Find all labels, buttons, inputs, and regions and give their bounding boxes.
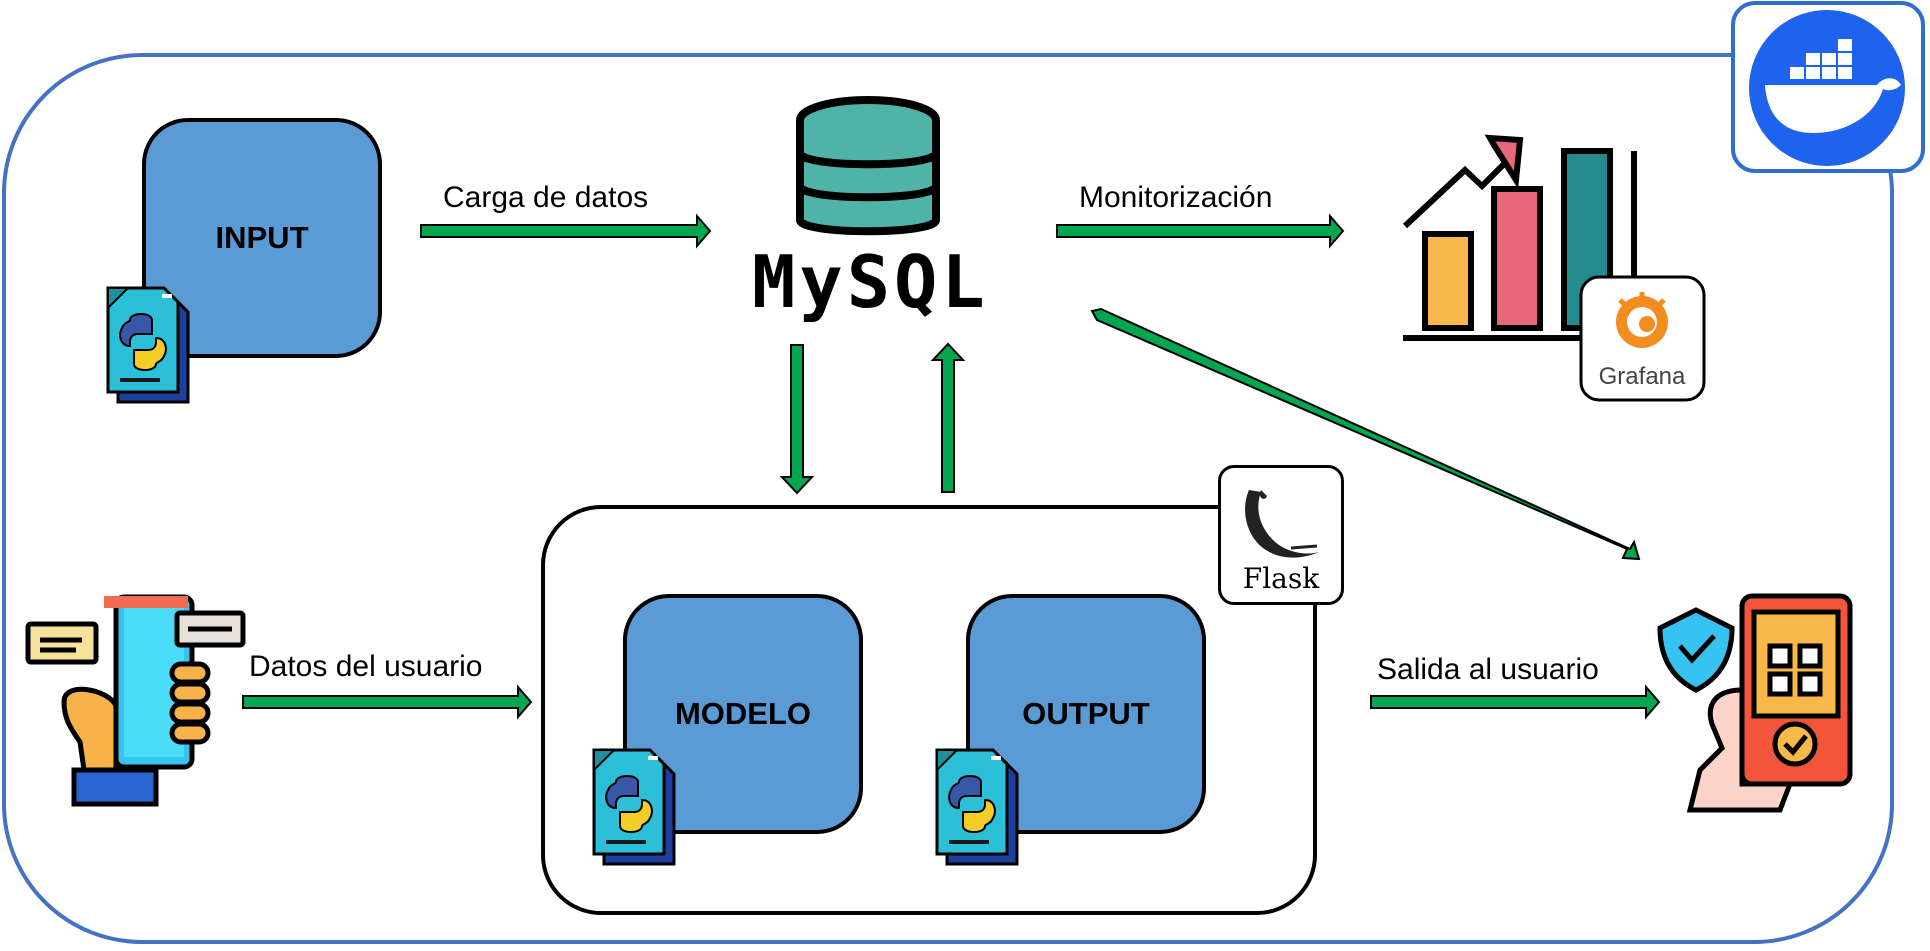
arrow-mysql-to-phone [1090, 307, 1641, 561]
flask-icon: Flask [1243, 490, 1320, 595]
docker-icon [1749, 10, 1905, 166]
chart-icon [1402, 134, 1637, 341]
docker-badge [1731, 1, 1925, 173]
python-file-icon-output [935, 748, 1019, 866]
arrow-mysql-to-flask [779, 344, 815, 495]
input-label: INPUT [215, 220, 309, 255]
grafana-icon: Grafana [1579, 275, 1706, 402]
phone-security-icon [1657, 593, 1853, 813]
output-label: OUTPUT [1022, 696, 1150, 731]
arrow-datos-usuario [242, 684, 533, 720]
carga-label: Carga de datos [443, 181, 649, 214]
datos-usuario-label: Datos del usuario [249, 650, 483, 683]
modelo-label: MODELO [674, 696, 812, 731]
python-file-icon-modelo [592, 748, 676, 866]
python-file-icon-input [106, 286, 190, 404]
mysql-label: MySQL [752, 240, 989, 324]
phone-input-icon [25, 594, 246, 807]
arrows [242, 213, 1661, 720]
flask-label: Flask [1243, 562, 1320, 595]
flask-badge: Flask [1218, 465, 1344, 605]
grafana-label: Grafana [1599, 363, 1686, 390]
arrow-monitorizacion [1056, 213, 1345, 249]
database-icon [796, 96, 940, 236]
arrow-flask-to-mysql [930, 342, 966, 493]
monitorizacion-label: Monitorización [1079, 181, 1273, 214]
arrow-salida-usuario [1370, 684, 1661, 720]
salida-usuario-label: Salida al usuario [1377, 653, 1599, 686]
arrow-carga [420, 213, 712, 249]
diagram-frame [2, 53, 1894, 944]
